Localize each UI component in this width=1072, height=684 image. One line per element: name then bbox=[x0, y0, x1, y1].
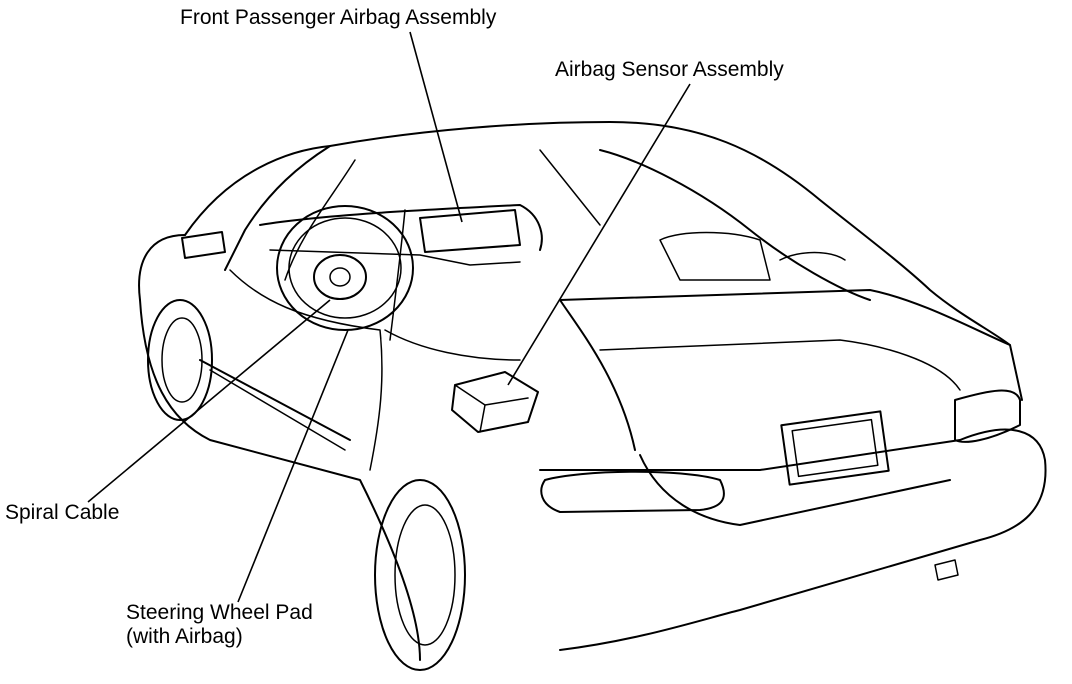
steering-wheel-pad-label: Steering Wheel Pad (with Airbag) bbox=[126, 601, 313, 649]
car-interior bbox=[259, 204, 846, 341]
leader-steering bbox=[237, 329, 349, 603]
front-passenger-airbag-label: Front Passenger Airbag Assembly bbox=[180, 6, 497, 29]
steering-wheel bbox=[276, 205, 414, 331]
leader-lines bbox=[87, 31, 691, 603]
steering-wheel-pad-label-line1: Steering Wheel Pad bbox=[126, 601, 313, 624]
steering-wheel-pad-label-line2: (with Airbag) bbox=[126, 625, 243, 649]
spiral-cable-label: Spiral Cable bbox=[5, 501, 120, 524]
airbag-sensor-box bbox=[451, 371, 539, 433]
leader-front-passenger bbox=[409, 31, 463, 223]
airbag-sensor-label: Airbag Sensor Assembly bbox=[555, 58, 784, 81]
car-body bbox=[138, 121, 1047, 671]
leader-spiral bbox=[87, 299, 331, 503]
leader-sensor bbox=[507, 83, 691, 386]
